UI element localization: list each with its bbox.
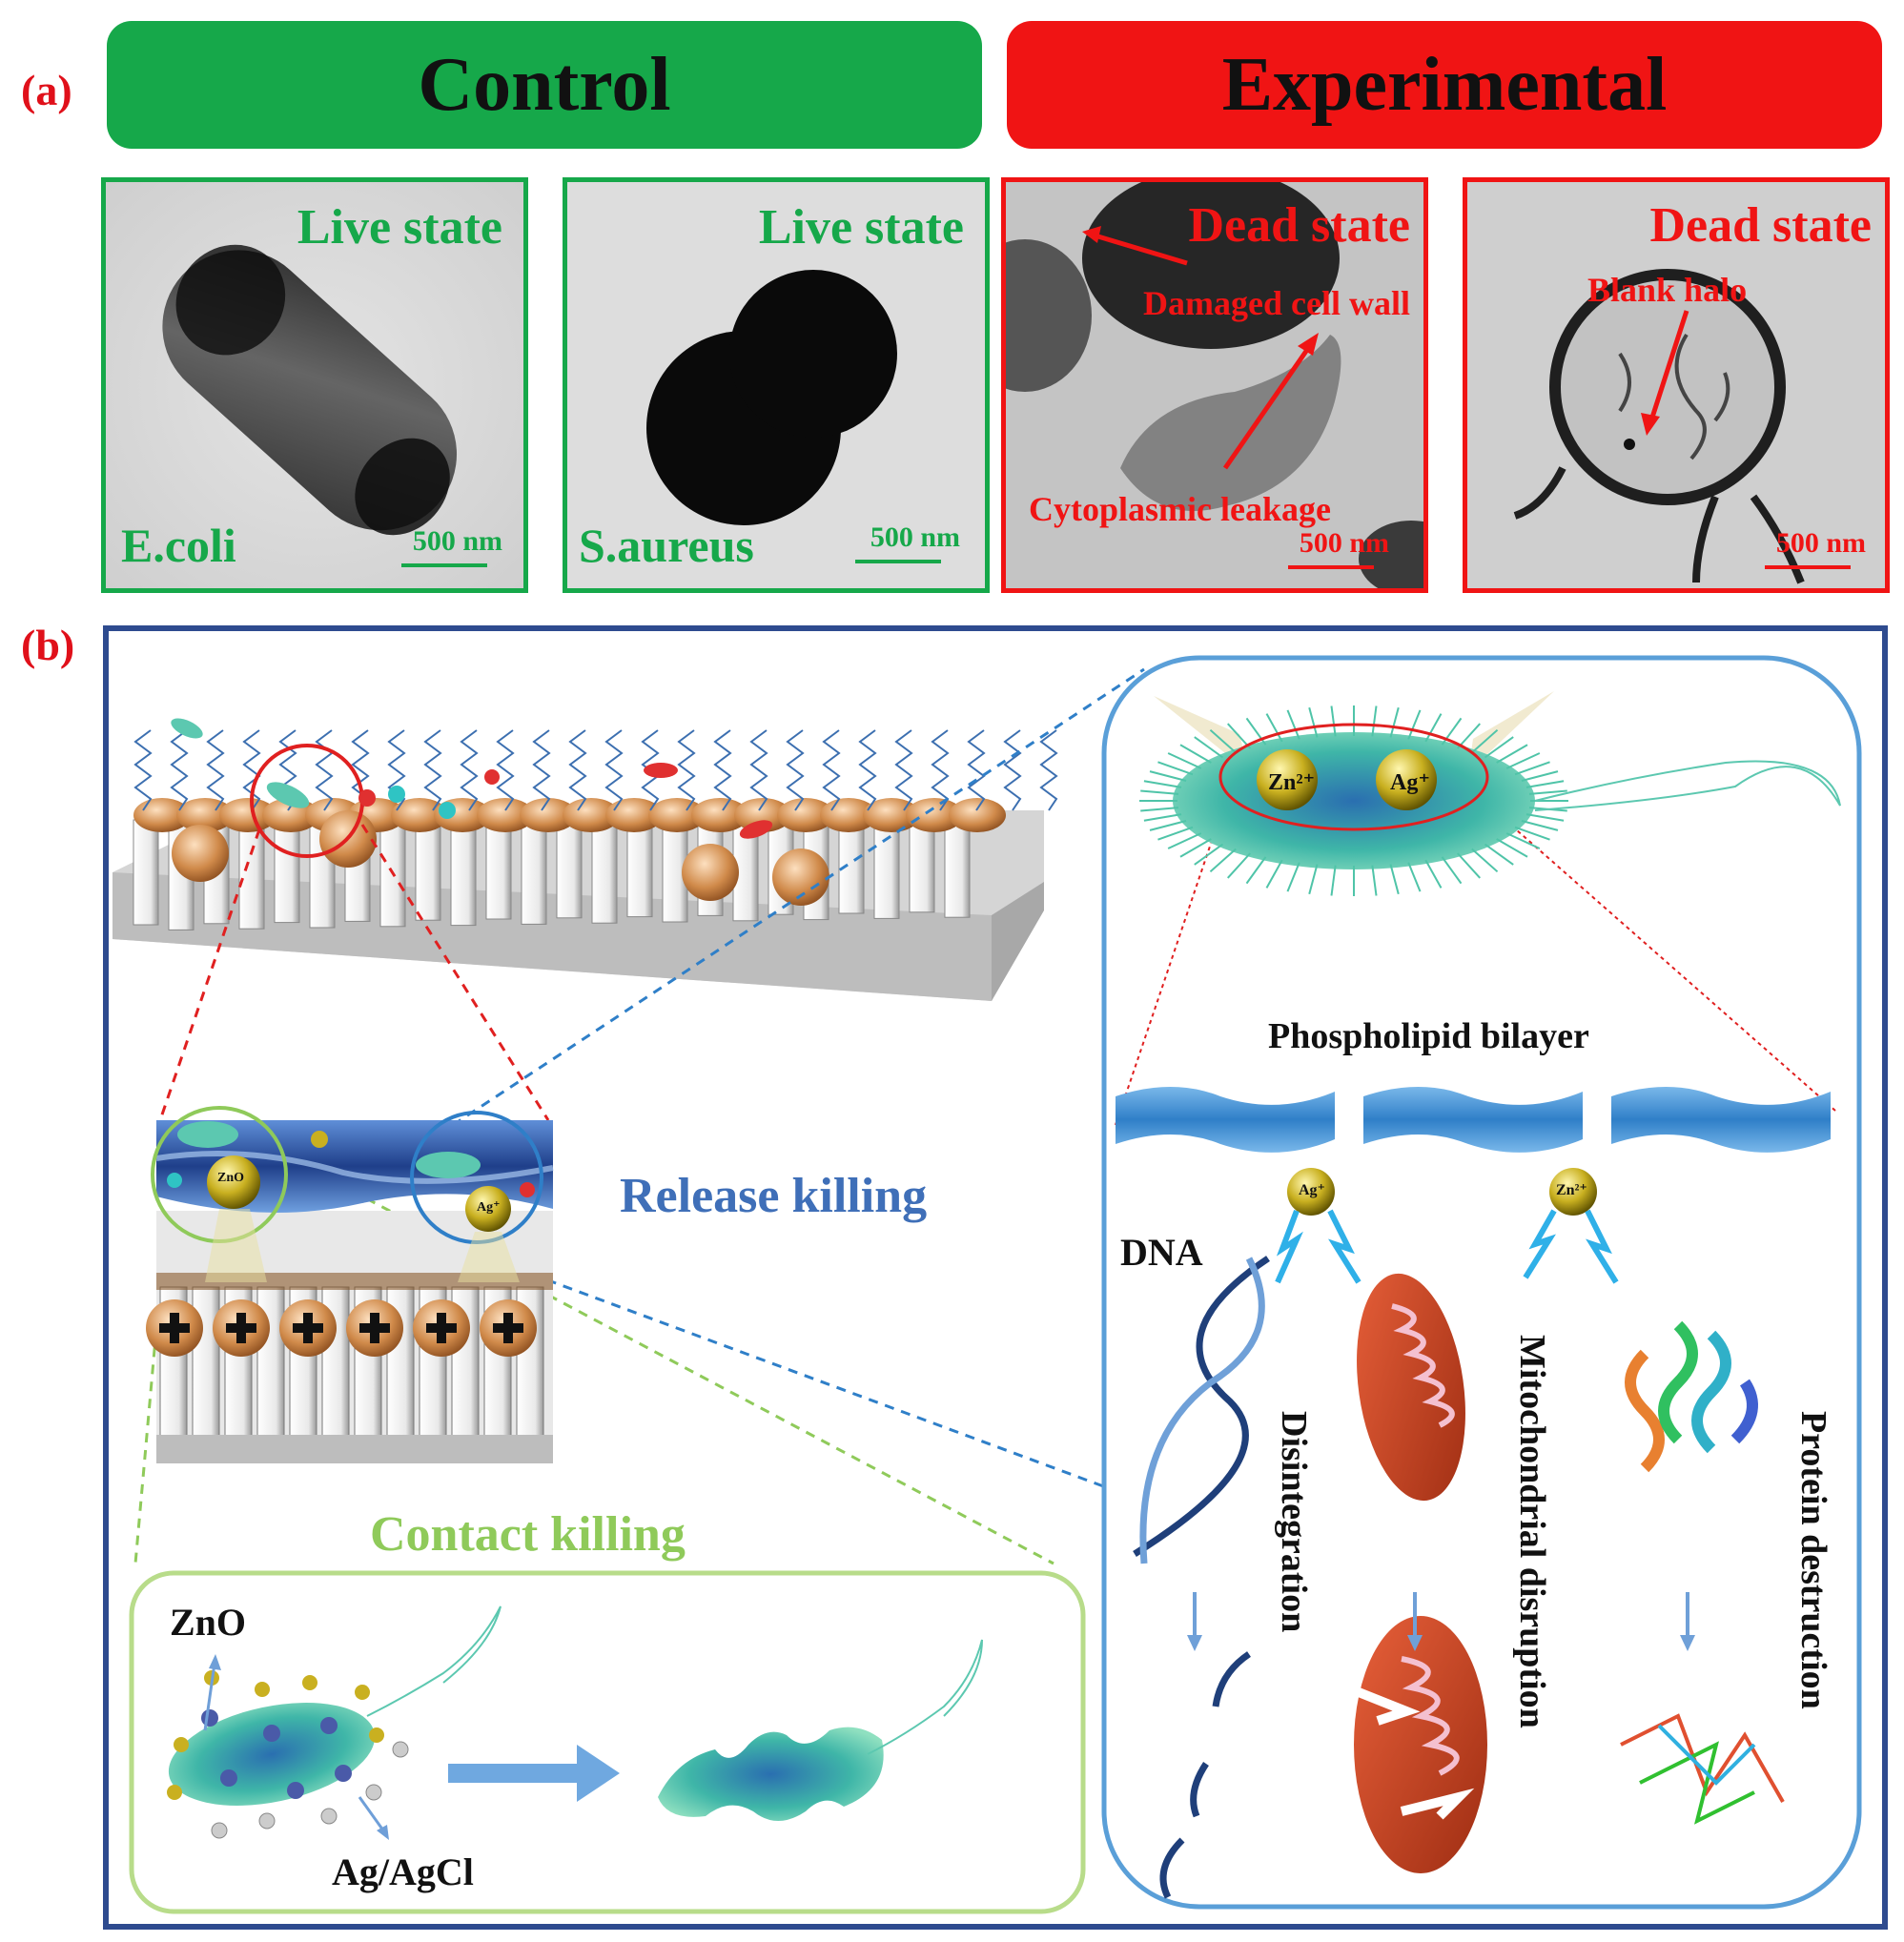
- ecoli-state-label: Live state: [297, 200, 502, 255]
- dna-broken: [1159, 1651, 1252, 1899]
- disintegration-label: Disintegration: [1274, 1411, 1314, 1633]
- zoom-line-red-right: [360, 824, 550, 1121]
- experimental-banner: Experimental: [1007, 21, 1882, 149]
- protein-denatured: [1620, 1713, 1785, 1825]
- dead-wall-scale-label: 500 nm: [1299, 527, 1389, 559]
- damaged-cell-wall-label: Damaged cell wall: [1143, 284, 1410, 322]
- tem-tile-ecoli: Live state E.coli 500 nm: [101, 177, 528, 593]
- dead-halo-state-label: Dead state: [1649, 198, 1872, 253]
- dead-wall-state-label: Dead state: [1188, 198, 1410, 253]
- mitochondrial-disruption-label: Mitochondrial disruption: [1512, 1335, 1552, 1728]
- dead-halo-scale-label: 500 nm: [1775, 527, 1866, 559]
- phospholipid-label: Phospholipid bilayer: [1268, 1016, 1589, 1056]
- agagcl-label: Ag/AgCl: [332, 1850, 474, 1893]
- tem-tile-saureus: Live state S.aureus 500 nm: [563, 177, 990, 593]
- contact-arrow: [448, 1745, 620, 1802]
- panel-a-label: (a): [21, 66, 72, 114]
- ag-particle-label: Ag⁺: [477, 1200, 501, 1215]
- experimental-title: Experimental: [1221, 42, 1668, 127]
- contact-killing-label: Contact killing: [370, 1507, 686, 1562]
- saureus-image: [567, 182, 985, 588]
- saureus-organism-label: S.aureus: [579, 519, 754, 572]
- zn-ion-sphere: [1549, 1168, 1597, 1216]
- zoom-line-blue-bottom: [514, 1266, 1107, 1489]
- down-arrows: [1193, 1592, 1689, 1640]
- panel-b-label: (b): [21, 621, 75, 669]
- dead-halo-image: [1467, 182, 1885, 588]
- substrate-3d: [113, 729, 1058, 1001]
- ecoli-organism-label: E.coli: [121, 519, 236, 572]
- dead-halo-scale-bar: [1765, 565, 1851, 569]
- dna-helix: [1133, 1256, 1270, 1564]
- ag-ion-small-label: Ag⁺: [1299, 1182, 1325, 1198]
- tem-tile-dead-halo: Dead state Blank halo 500 nm: [1463, 177, 1890, 593]
- dead-wall-scale-bar: [1288, 565, 1374, 569]
- zn-ion-small-label: Zn²⁺: [1556, 1182, 1587, 1198]
- release-killing-panel: [1101, 655, 1862, 1910]
- cytoplasmic-leakage-label: Cytoplasmic leakage: [1029, 490, 1331, 528]
- control-title: Control: [418, 42, 671, 127]
- contact-bacterium-before: [167, 1605, 502, 1840]
- contact-bacterium-after: [658, 1639, 983, 1821]
- saureus-state-label: Live state: [758, 200, 964, 255]
- saureus-scale-bar: [855, 560, 941, 563]
- protein-structure: [1625, 1320, 1758, 1473]
- dna-label: DNA: [1120, 1231, 1203, 1274]
- phospholipid-bilayer: [1116, 1087, 1831, 1153]
- cross-section: [146, 1106, 554, 1463]
- tem-tile-dead-wall: Dead state Damaged cell wall Cytoplasmic…: [1001, 177, 1428, 593]
- release-bacterium: [1139, 691, 1841, 896]
- blank-halo-label: Blank halo: [1587, 271, 1748, 309]
- ecoli-scale-bar: [401, 563, 487, 567]
- lightning-bolts: [1275, 1209, 1619, 1284]
- contact-killing-box: [129, 1570, 1086, 1914]
- ag-ion-sphere: [1287, 1168, 1335, 1216]
- ecoli-image: [106, 182, 523, 588]
- ecoli-scale-label: 500 nm: [412, 525, 502, 557]
- free-bacteria: [171, 718, 773, 839]
- ag-ion-label: Ag⁺: [1390, 770, 1430, 795]
- zno-particle-label: ZnO: [217, 1171, 245, 1185]
- release-killing-label: Release killing: [620, 1169, 928, 1223]
- saureus-scale-label: 500 nm: [870, 521, 960, 553]
- mitochondrion-intact: [1357, 1273, 1465, 1502]
- zoom-line-blue-top: [438, 667, 1145, 1136]
- panel-b-frame: [103, 625, 1888, 1930]
- mitochondrion-disrupted: [1354, 1616, 1487, 1873]
- dead-wall-image: [1006, 182, 1423, 588]
- protein-destruction-label: Protein destruction: [1793, 1411, 1833, 1709]
- zno-label: ZnO: [170, 1601, 247, 1644]
- zn-ion-label: Zn²⁺: [1268, 770, 1316, 795]
- control-banner: Control: [107, 21, 982, 149]
